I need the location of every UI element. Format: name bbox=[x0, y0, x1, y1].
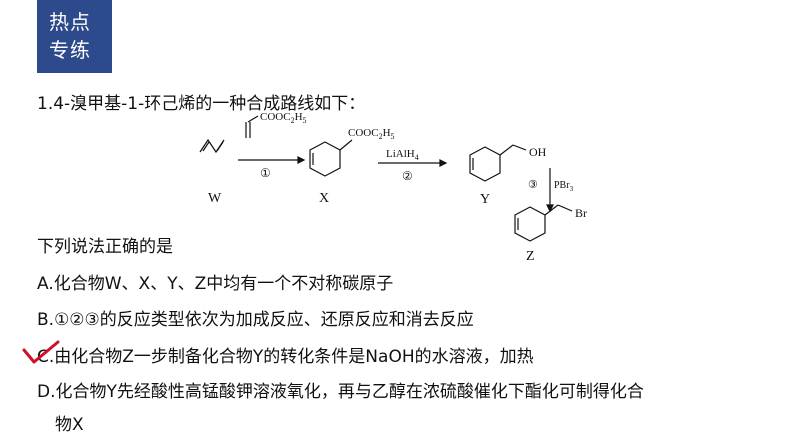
option-c[interactable]: C.由化合物Z一步制备化合物Y的转化条件是NaOH的水溶液，加热 bbox=[37, 347, 534, 367]
step-1-label: ① bbox=[260, 166, 271, 180]
reagent-2: LiAlH4 bbox=[386, 148, 419, 162]
label-y: Y bbox=[480, 192, 490, 207]
step-3-label: ③ bbox=[528, 179, 538, 191]
label-x: X bbox=[319, 191, 329, 206]
question-prompt: 下列说法正确的是 bbox=[37, 237, 173, 257]
badge-line-2: 专练 bbox=[49, 38, 91, 62]
option-d[interactable]: D.化合物Y先经酸性高锰酸钾溶液氧化，再与乙醇在浓硫酸催化下酯化可制得化合 bbox=[37, 382, 644, 402]
compound-y-structure bbox=[469, 144, 527, 182]
compound-z-structure bbox=[514, 204, 573, 242]
label-w: W bbox=[208, 191, 222, 206]
arrow-2 bbox=[378, 159, 448, 167]
question-title: 1.4-溴甲基-1-环己烯的一种合成路线如下： bbox=[37, 94, 366, 114]
arrow-3 bbox=[546, 168, 554, 213]
step-2-label: ② bbox=[402, 169, 413, 183]
compound-x-structure bbox=[309, 139, 353, 177]
option-a[interactable]: A.化合物W、X、Y、Z中均有一个不对称碳原子 bbox=[37, 274, 394, 294]
checkmark-icon bbox=[22, 340, 60, 364]
compound-w-structure bbox=[199, 138, 225, 154]
badge-line-1: 热点 bbox=[49, 10, 91, 34]
reagent-3: PBr3 bbox=[554, 180, 574, 193]
option-b[interactable]: B.①②③的反应类型依次为加成反应、还原反应和消去反应 bbox=[37, 310, 474, 330]
reagent-1: COOC2H5 bbox=[260, 111, 307, 125]
label-z: Z bbox=[526, 249, 535, 264]
z-substituent: Br bbox=[575, 206, 587, 220]
option-d-continuation: 物X bbox=[55, 415, 84, 435]
y-substituent: OH bbox=[529, 145, 547, 159]
x-substituent: COOC2H5 bbox=[348, 127, 395, 141]
arrow-1 bbox=[238, 115, 306, 164]
section-badge: 热点 专练 bbox=[37, 0, 112, 73]
synthesis-scheme: W COOC2H5 ① COOC2H5 X LiAlH4 ② OH Y ③ PB… bbox=[199, 111, 587, 264]
